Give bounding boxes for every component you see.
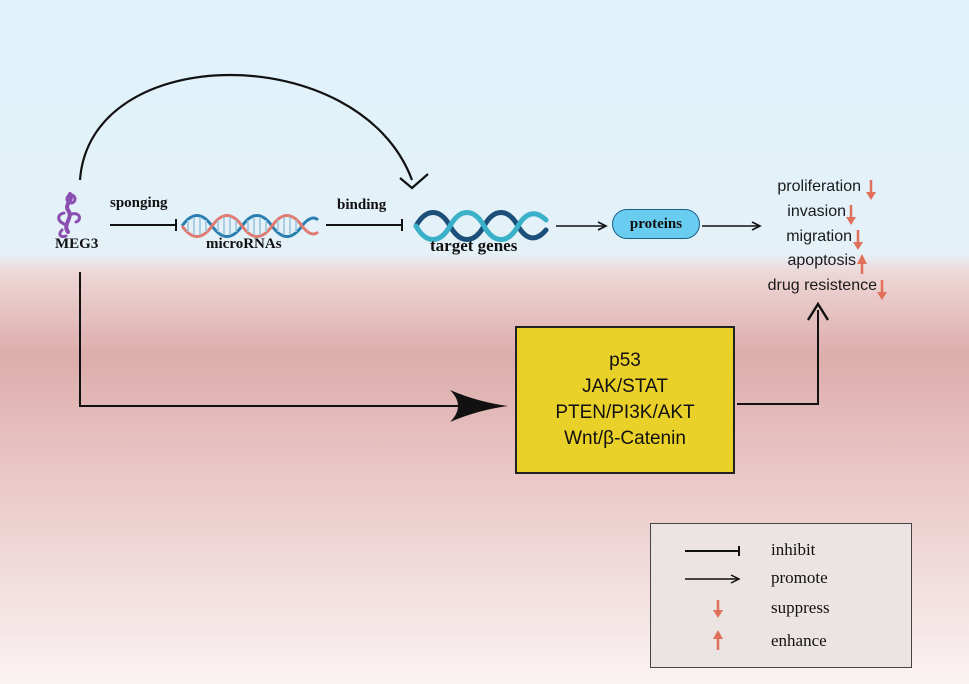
invasion-suppress-icon	[846, 205, 856, 225]
drug-resistence-suppress-icon	[877, 280, 887, 300]
legend-inhibit-label: inhibit	[771, 540, 816, 559]
meg3-to-pathways-line	[79, 272, 470, 407]
target-genes-label: target genes	[430, 236, 518, 255]
legend: inhibit promote suppress enhance	[650, 523, 912, 668]
pathway-p53: p53	[609, 350, 641, 371]
proteins-node: proteins	[612, 209, 700, 239]
pathway-jak-stat: JAK/STAT	[582, 376, 668, 397]
legend-promote-label: promote	[771, 568, 828, 587]
outcome-migration: migration	[786, 228, 852, 245]
direct-arc-arrowhead	[399, 173, 429, 190]
apoptosis-enhance-icon	[857, 254, 867, 274]
binding-label: binding	[337, 197, 387, 213]
legend-inhibit-symbol	[685, 546, 740, 556]
direct-promote-arc	[78, 73, 414, 181]
sponging-label: sponging	[110, 195, 168, 211]
outcome-effect-arrows	[846, 180, 887, 300]
legend-enhance-label: enhance	[771, 631, 827, 650]
outcome-drug-resistence: drug resistence	[767, 277, 877, 294]
pathways-to-outcomes-arrowhead	[806, 301, 830, 321]
legend-suppress-symbol	[713, 600, 723, 618]
pathway-wnt-beta-catenin: Wnt/β-Catenin	[564, 428, 686, 449]
pathways-to-outcomes-line	[737, 310, 819, 405]
signaling-pathways-box: p53 JAK/STAT PTEN/PI3K/AKT Wnt/β-Catenin	[515, 326, 735, 474]
outcome-invasion: invasion	[787, 203, 846, 220]
legend-symbols	[685, 546, 741, 650]
microrna-helix-icon	[180, 214, 320, 238]
outcome-proliferation: proliferation	[777, 178, 861, 195]
micrornas-label: microRNAs	[206, 236, 282, 252]
outcome-apoptosis: apoptosis	[787, 252, 857, 269]
legend-promote-symbol	[685, 574, 741, 584]
pathways-arrowhead	[450, 390, 508, 422]
pathway-pten-pi3k-akt: PTEN/PI3K/AKT	[555, 402, 695, 423]
proliferation-suppress-icon	[866, 180, 876, 200]
legend-suppress-label: suppress	[771, 598, 830, 617]
meg3-rna-icon	[57, 192, 81, 238]
legend-enhance-symbol	[713, 630, 723, 650]
migration-suppress-icon	[853, 230, 863, 250]
meg3-label: MEG3	[55, 236, 99, 252]
target-genes-helix-icon	[413, 210, 549, 242]
